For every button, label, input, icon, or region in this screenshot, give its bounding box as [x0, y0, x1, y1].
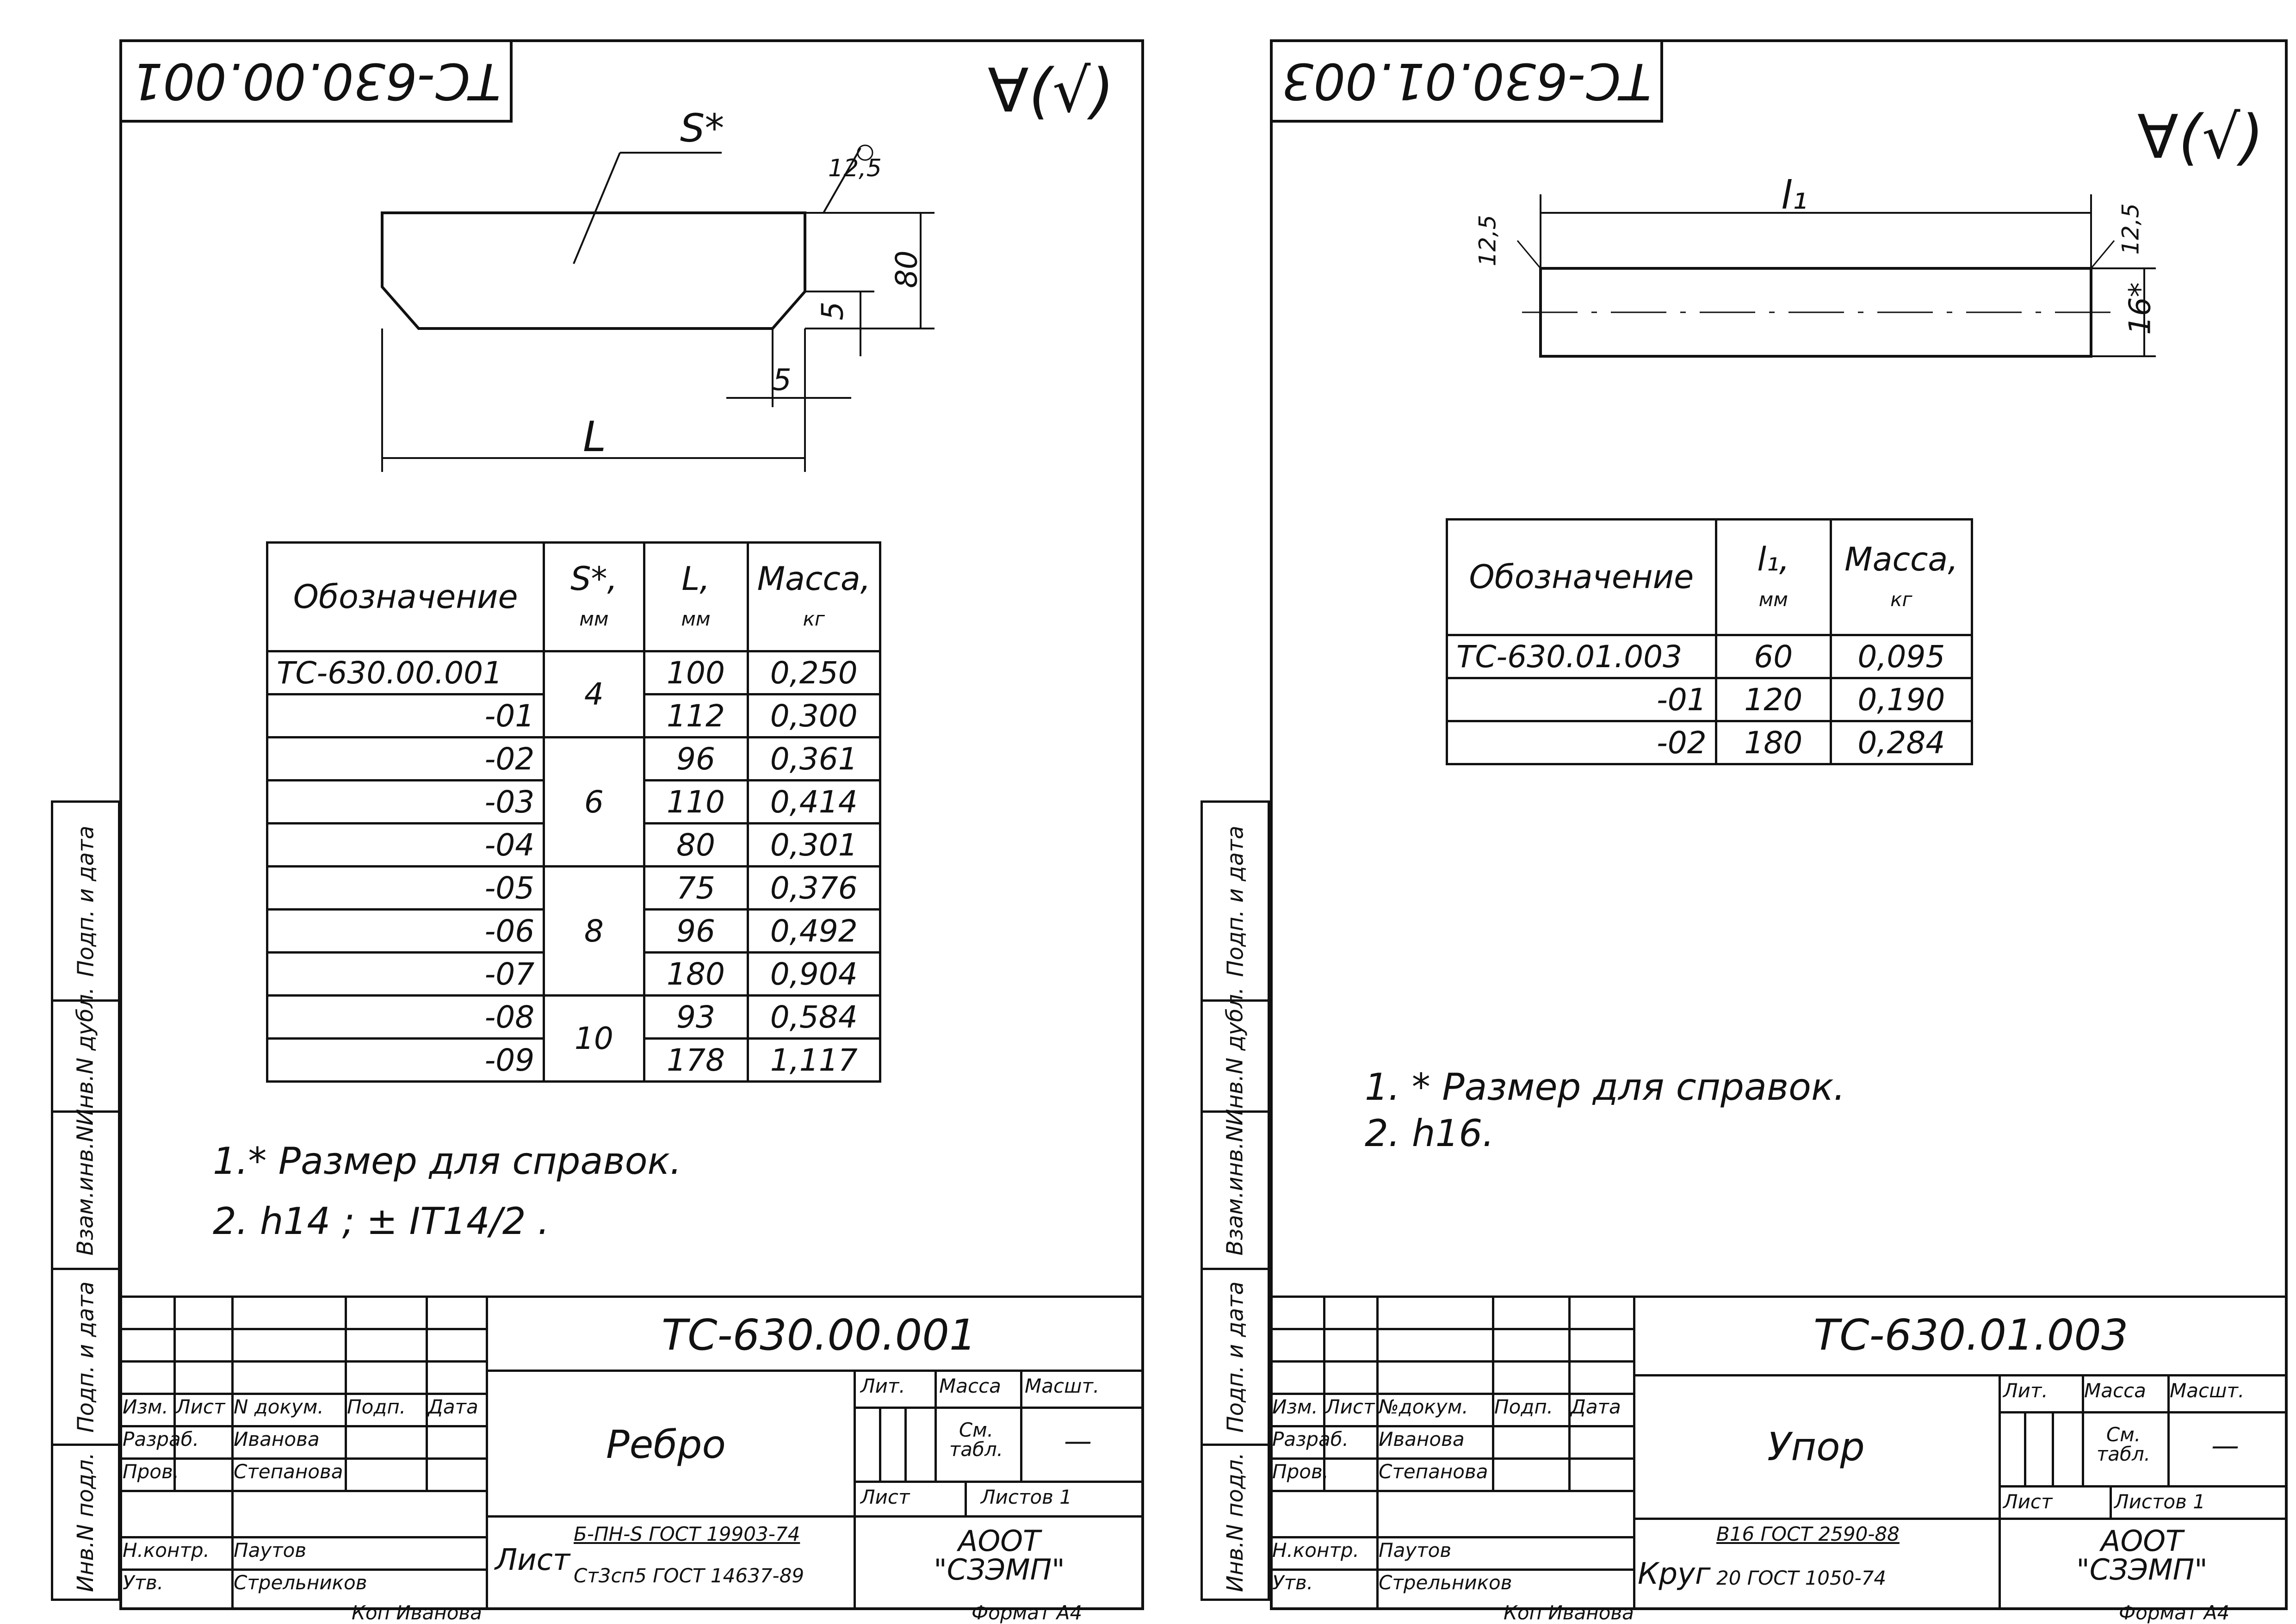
left-spec-table: Обозначение S*,мм L,мм Масса,кг ТС-630.0… [266, 541, 882, 1083]
left-part-drawing [381, 144, 934, 472]
right-note-2: 2. h16. [1365, 1112, 1494, 1155]
right-table-header-row: Обозначение l₁,мм Масса,кг [1446, 518, 1974, 636]
right-dim-a: 12,5 [1474, 215, 1501, 267]
right-note-1: 1. * Размер для справок. [1365, 1066, 1845, 1109]
right-part-drawing [1516, 194, 2156, 358]
left-label-l: L [583, 413, 606, 461]
left-title-code: ТС-630.00.001 [662, 1310, 977, 1360]
right-roughness-symbol: ∀(√) [2137, 102, 2264, 172]
right-side-podp-data-2: Подп. и дата [1201, 800, 1270, 1002]
left-table-header-row: Обозначение S*,мм L,мм Масса,кг [266, 541, 882, 652]
left-dim-80: 80 [890, 250, 924, 288]
left-th-designation: Обозначение [266, 541, 545, 652]
right-th-l1: l₁,мм [1714, 518, 1832, 636]
right-stamp-code-text: ТС-630.01.003 [1281, 52, 1652, 110]
right-side-podp-data-1: Подп. и дата [1201, 1268, 1270, 1446]
right-stamp-code: ТС-630.01.003 [1270, 39, 1663, 123]
left-org: АООТ "СЗЭМП" [934, 1524, 1065, 1587]
left-part-name: Ребро [606, 1422, 726, 1467]
right-side-inv-dubl: Инв.N дубл. [1201, 987, 1270, 1125]
right-dim-b: 12,5 [2117, 203, 2144, 255]
left-label-s: S* [680, 105, 724, 151]
right-label-l1: l₁ [1781, 173, 1808, 218]
left-side-inv-dubl: Инв.N дубл. [51, 987, 120, 1125]
left-th-s: S*,мм [543, 541, 645, 652]
left-side-podp-data-2: Подп. и дата [51, 800, 120, 1002]
left-note-1: 1.* Размер для справок. [213, 1140, 682, 1183]
left-roughness-symbol: ∀(√) [988, 56, 1114, 126]
right-th-designation: Обозначение [1446, 518, 1717, 636]
left-th-l: L,мм [643, 541, 749, 652]
right-part-name: Упор [1767, 1424, 1865, 1469]
right-title-code: ТС-630.01.003 [1813, 1310, 2129, 1360]
left-dim-5a: 5 [816, 301, 850, 321]
left-side-inv-podl: Инв.N подл. [51, 1444, 120, 1601]
left-th-mass: Масса,кг [746, 541, 882, 652]
right-dim-16: 16* [2123, 282, 2158, 335]
right-th-mass: Масса,кг [1829, 518, 1974, 636]
right-spec-table: Обозначение l₁,мм Масса,кг ТС-630.01.003… [1446, 518, 1974, 765]
left-dim-5b: 5 [773, 363, 792, 397]
left-dim-roughness: 12,5 [828, 155, 882, 182]
left-side-vzam-inv: Взам.инв.N [51, 1110, 120, 1270]
left-stamp-code-text: ТС-630.00.001 [131, 52, 501, 110]
right-side-vzam-inv: Взам.инв.N [1201, 1110, 1270, 1270]
right-org: АООТ "СЗЭМП" [2076, 1524, 2208, 1587]
right-side-inv-podl: Инв.N подл. [1201, 1444, 1270, 1601]
left-side-podp-data-1: Подп. и дата [51, 1268, 120, 1446]
left-note-2: 2. h14 ; ± IT14/2 . [213, 1200, 550, 1243]
right-sheet-frame [1270, 39, 2288, 1610]
left-sheet-frame [119, 39, 1144, 1610]
